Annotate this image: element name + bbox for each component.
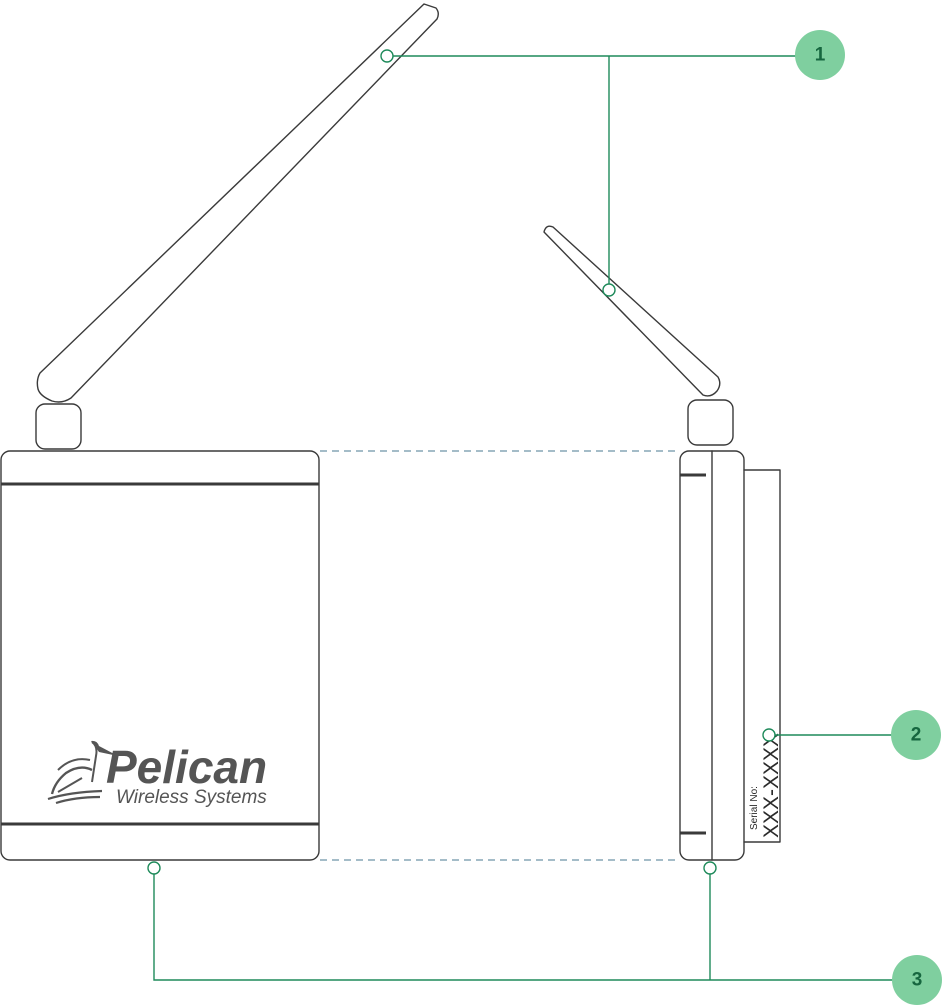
front-view: Pelican Wireless Systems (0, 3, 439, 861)
logo-brand-text: Pelican (106, 741, 267, 793)
pelican-logo: Pelican Wireless Systems (47, 740, 267, 808)
serial-number-value: XXX-XXXX (760, 733, 783, 838)
callout-1-dot-front (380, 49, 394, 63)
callout-3-number: 3 (912, 970, 923, 991)
callout-1-dot-side (602, 283, 616, 297)
side-view: Serial No: XXX-XXXX (543, 225, 783, 861)
callout-2-number: 2 (911, 725, 922, 746)
logo-tagline-text: Wireless Systems (116, 787, 267, 808)
pelican-logo-icon (47, 740, 118, 805)
callout-3-badge (892, 955, 942, 1005)
callout-2: 2 (762, 710, 941, 760)
callout-1-number: 1 (815, 45, 826, 66)
callout-3-dot-front (147, 861, 161, 875)
callout-3-dot-side (703, 861, 717, 875)
front-antenna-base (35, 403, 82, 450)
callout-1: 1 (380, 30, 845, 297)
serial-label-plate (743, 469, 781, 843)
front-antenna (36, 3, 439, 403)
front-body (0, 450, 320, 861)
callout-2-dot (762, 728, 776, 742)
callout-2-badge (891, 710, 941, 760)
serial-label-caption: Serial No: (749, 786, 760, 830)
callout-3-line (153, 868, 894, 981)
callout-3: 3 (147, 861, 942, 1005)
side-antenna-base (687, 399, 734, 446)
side-antenna (543, 225, 721, 397)
callout-1-badge (795, 30, 845, 80)
